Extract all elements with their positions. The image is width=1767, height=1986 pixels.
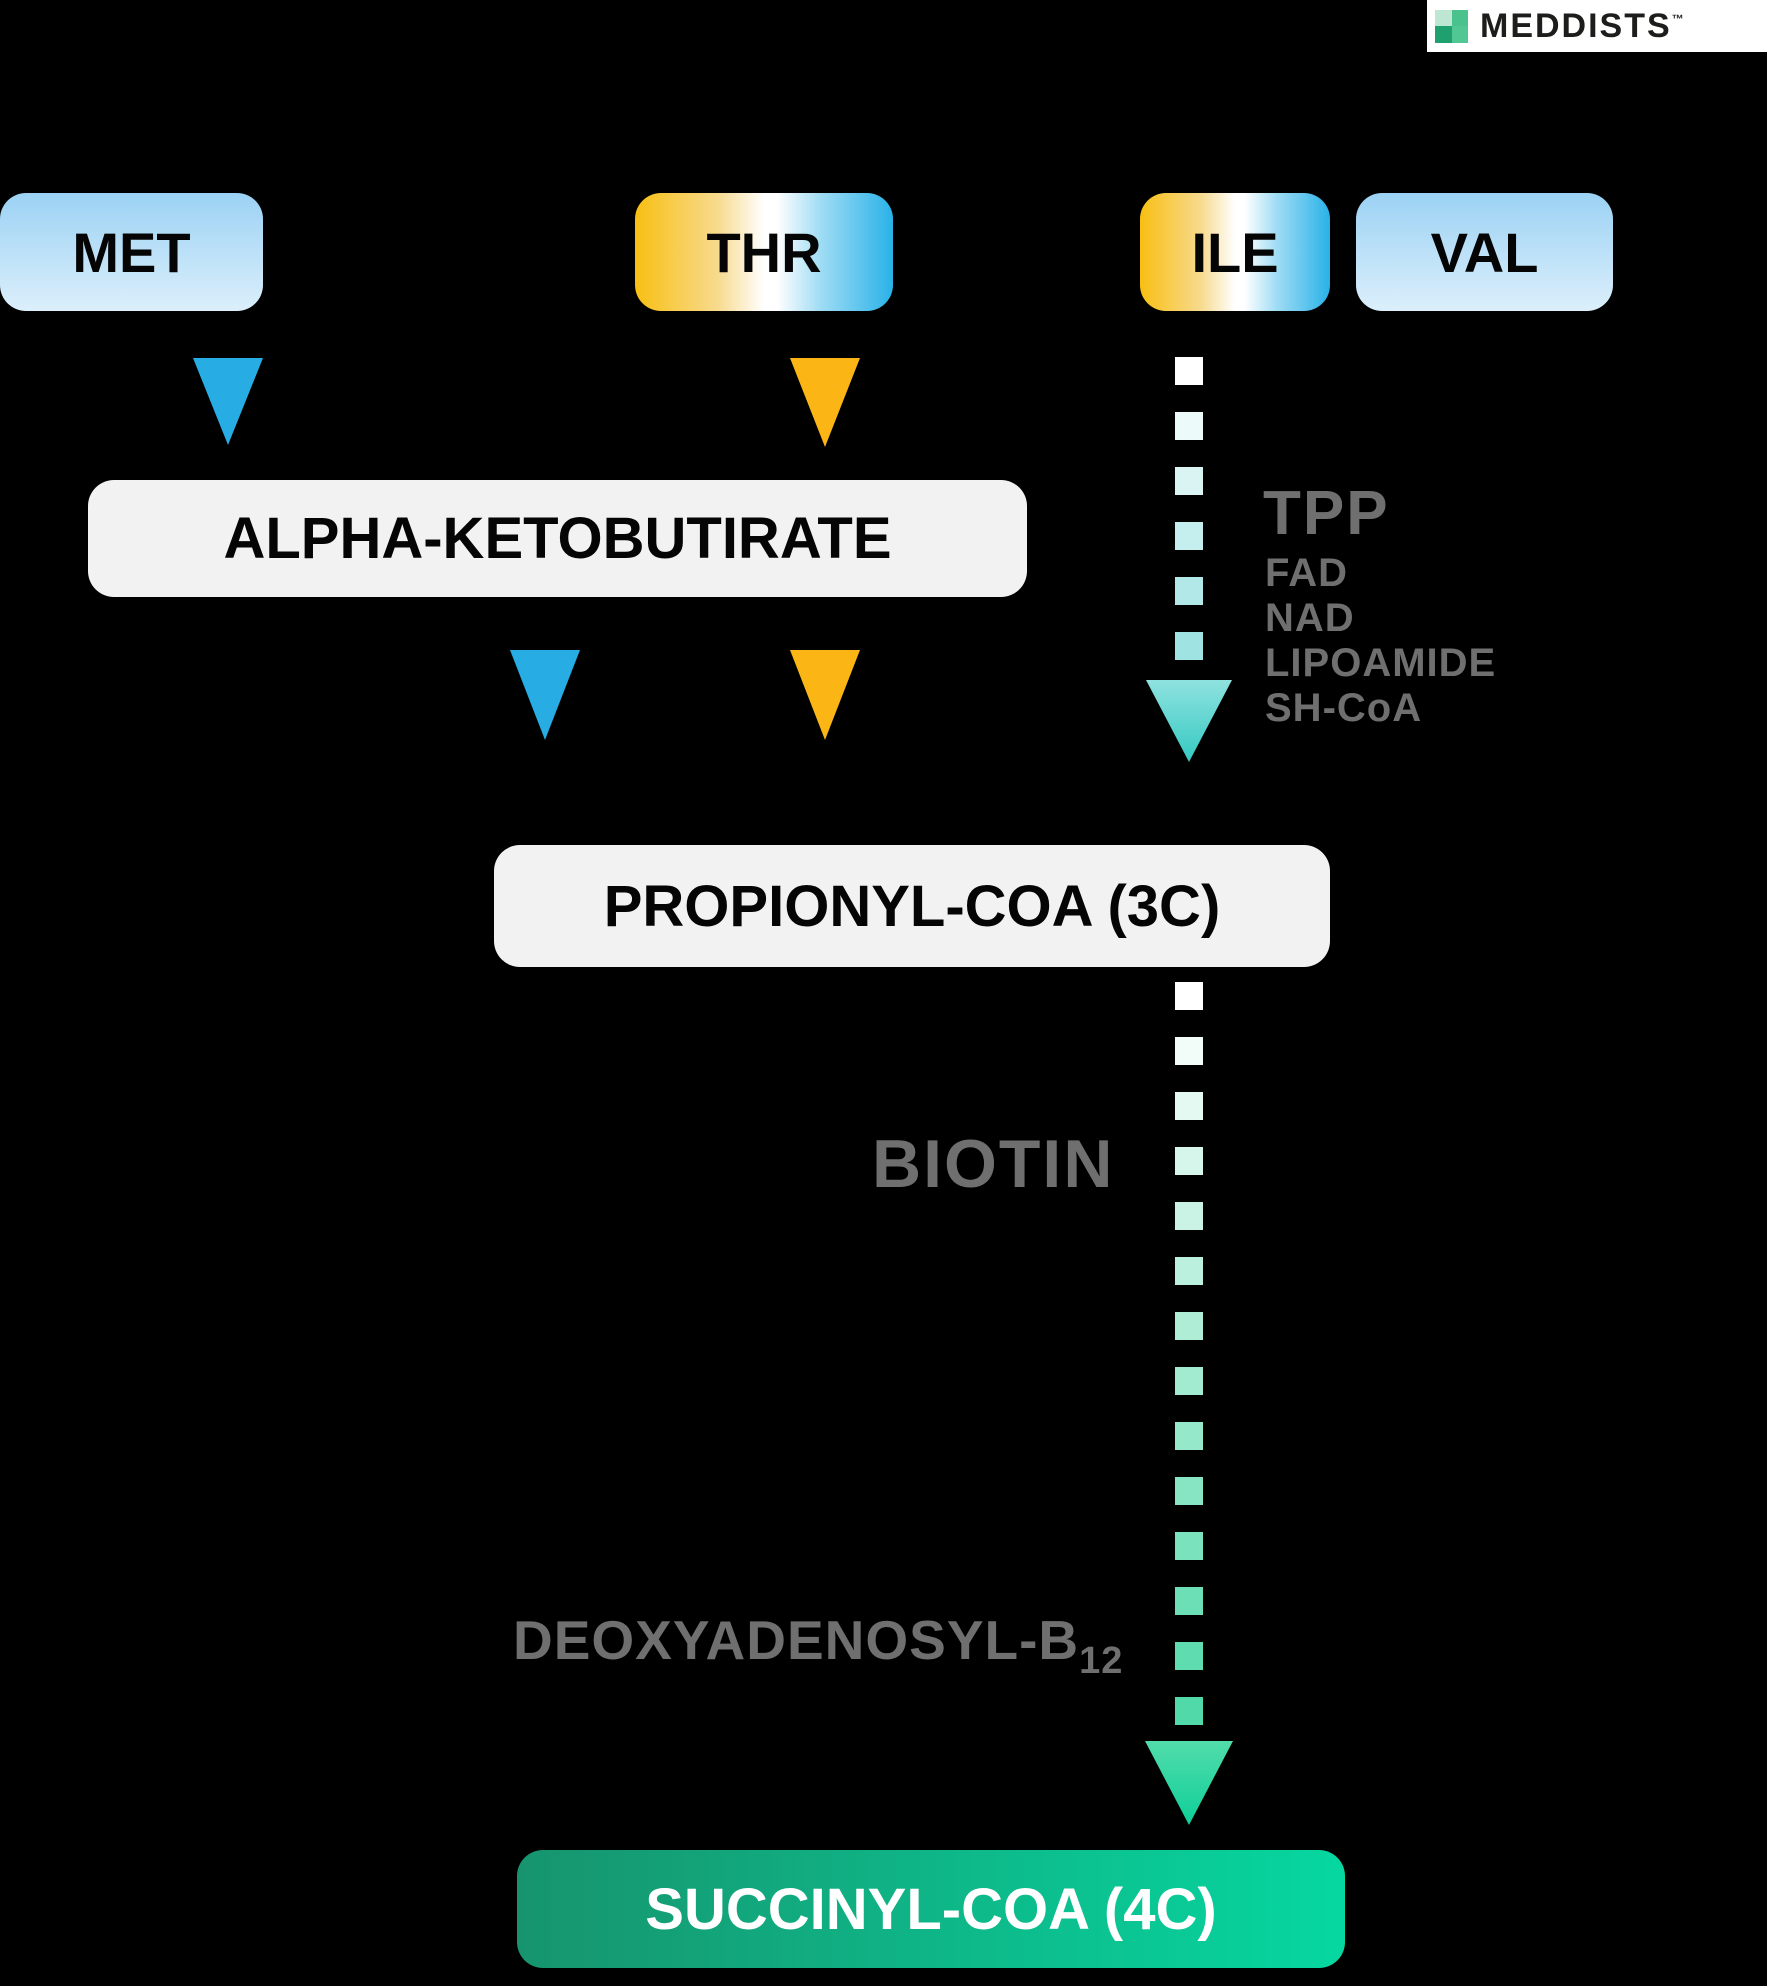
dash-segment [1175,1367,1203,1395]
node-thr-label: THR [706,220,822,284]
dash-segment [1175,357,1203,385]
node-thr: THR [635,193,893,311]
node-met: MET [0,193,263,311]
cofactor-b12-subscript: 12 [1079,1640,1124,1682]
arrowhead-propionyl-to-succinyl-icon [1145,1741,1233,1825]
dash-segment [1175,1092,1203,1120]
cofactor-biotin: BIOTIN [872,1126,1115,1202]
cofactor-nad: NAD [1265,596,1355,640]
dash-segment [1175,1532,1203,1560]
cofactor-sh-coa: SH-CoA [1265,686,1423,730]
arrow-met-to-alpha-icon [193,358,263,445]
dash-segment [1175,467,1203,495]
dash-segment [1175,577,1203,605]
dash-segment [1175,1312,1203,1340]
node-succinyl-coa-label: SUCCINYL-COA (4C) [645,1876,1217,1942]
dashed-connector-ile-to-propionyl [1175,357,1203,660]
dash-segment [1175,1147,1203,1175]
node-alpha-ketobutirate: ALPHA-KETOBUTIRATE [88,480,1027,597]
node-met-label: MET [72,220,191,284]
arrow-alpha-to-propionyl-blue-icon [510,650,580,740]
dash-segment [1175,1202,1203,1230]
dash-segment [1175,1477,1203,1505]
logo-quadrant-bottom-left [1435,26,1452,43]
cofactor-tpp: TPP [1263,479,1390,548]
brand-name: MEDDISTS™ [1480,7,1684,45]
dash-segment [1175,1037,1203,1065]
dash-segment [1175,1697,1203,1725]
cofactor-deoxyadenosyl-b12: DEOXYADENOSYL-B12 [513,1608,1123,1680]
cofactor-lipoamide: LIPOAMIDE [1265,641,1497,685]
node-alpha-ketobutirate-label: ALPHA-KETOBUTIRATE [223,506,892,571]
node-val-label: VAL [1430,220,1539,284]
dashed-connector-propionyl-to-succinyl [1175,982,1203,1725]
cofactor-fad: FAD [1265,551,1348,595]
brand-logo: MEDDISTS™ [1427,0,1767,52]
arrow-alpha-to-propionyl-gold-icon [790,650,860,740]
arrowhead-ile-to-propionyl-icon [1146,680,1232,762]
dash-segment [1175,522,1203,550]
dash-segment [1175,1422,1203,1450]
node-propionyl-coa-label: PROPIONYL-COA (3C) [603,873,1221,939]
brand-logo-icon [1435,9,1468,43]
node-ile-label: ILE [1191,220,1279,284]
dash-segment [1175,982,1203,1010]
logo-quadrant-bottom-right [1451,26,1468,43]
dash-segment [1175,1642,1203,1670]
logo-quadrant-top-right [1451,9,1468,26]
node-ile: ILE [1140,193,1330,311]
dash-segment [1175,412,1203,440]
trademark-symbol: ™ [1671,12,1684,26]
node-propionyl-coa: PROPIONYL-COA (3C) [494,845,1330,967]
cofactor-deoxyadenosyl-main: DEOXYADENOSYL-B [513,1609,1080,1671]
dash-segment [1175,1587,1203,1615]
node-succinyl-coa: SUCCINYL-COA (4C) [517,1850,1345,1968]
dash-segment [1175,632,1203,660]
logo-quadrant-top-left [1435,9,1452,26]
dash-segment [1175,1257,1203,1285]
node-val: VAL [1356,193,1613,311]
arrow-thr-to-alpha-icon [790,358,860,447]
